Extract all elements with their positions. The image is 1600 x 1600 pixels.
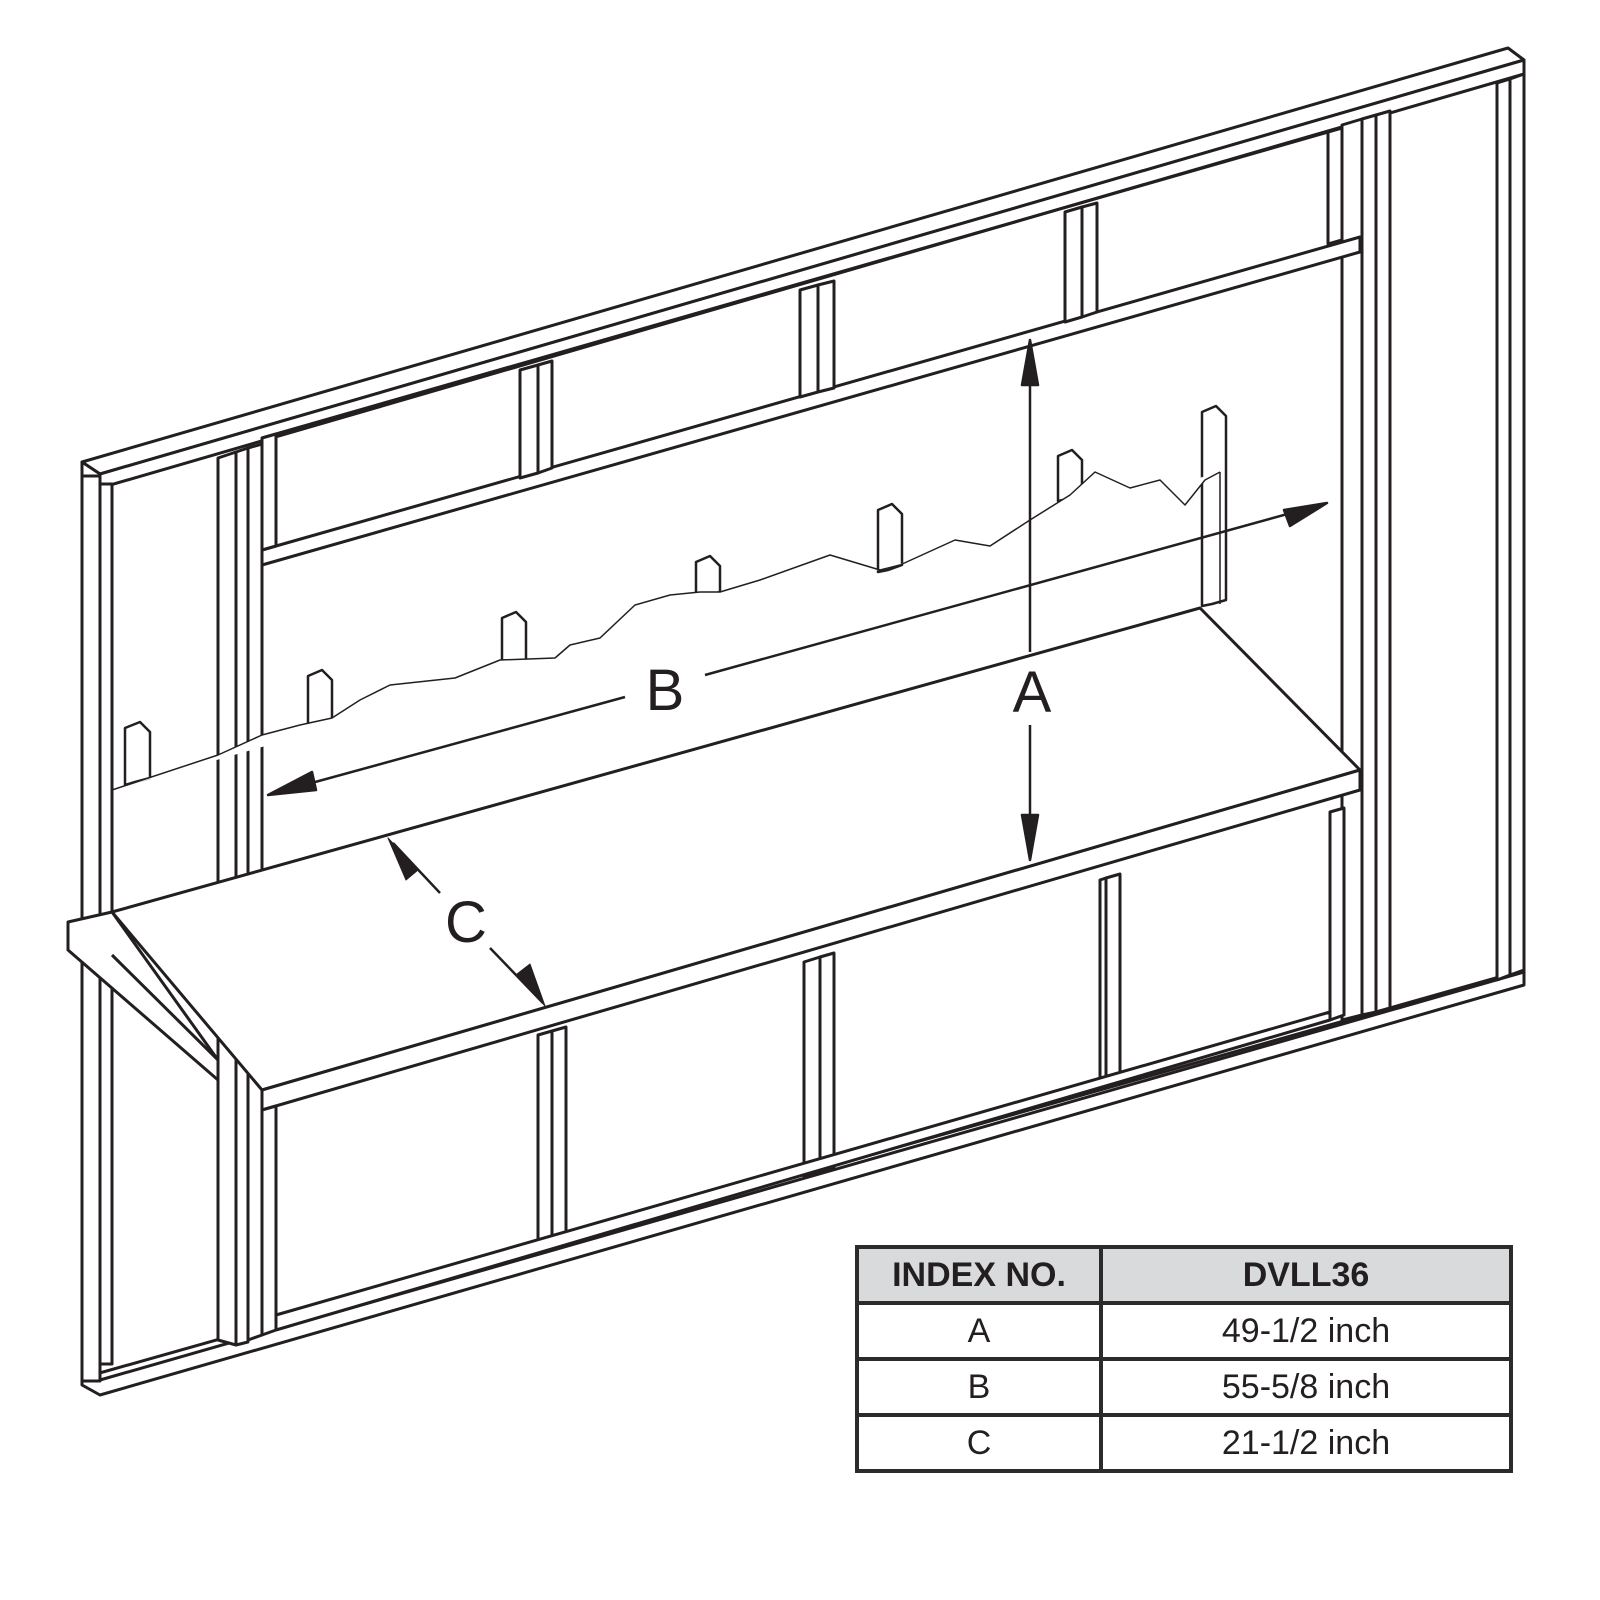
row-index: C — [855, 1413, 1103, 1473]
row-index: B — [855, 1357, 1103, 1417]
header-index: INDEX NO. — [855, 1245, 1103, 1305]
row-value: 21-1/2 inch — [1099, 1413, 1513, 1473]
header — [260, 126, 1362, 567]
dimension-a-label: A — [1013, 660, 1052, 725]
table-row: A 49-1/2 inch — [855, 1301, 1513, 1361]
lower-cripples — [260, 806, 1346, 1337]
back-wall-blocks — [111, 404, 1228, 791]
dimension-b-arrow — [266, 501, 1329, 797]
platform — [66, 606, 1362, 1112]
dimension-a-arrow — [1020, 338, 1040, 862]
dimension-table: INDEX NO. DVLL36 A 49-1/2 inch B 55-5/8 … — [855, 1245, 1513, 1473]
right-king-studs — [1340, 72, 1526, 1022]
dimension-b-label: B — [646, 658, 685, 723]
row-value: 55-5/8 inch — [1099, 1357, 1513, 1417]
table-row: B 55-5/8 inch — [855, 1357, 1513, 1417]
dimension-c-arrow — [387, 837, 546, 1007]
row-index: A — [855, 1301, 1103, 1361]
table-header-row: INDEX NO. DVLL36 — [855, 1245, 1513, 1305]
row-value: 49-1/2 inch — [1099, 1301, 1513, 1361]
header-model: DVLL36 — [1099, 1245, 1513, 1305]
dimension-c-label: C — [445, 890, 487, 955]
table-row: C 21-1/2 inch — [855, 1413, 1513, 1473]
